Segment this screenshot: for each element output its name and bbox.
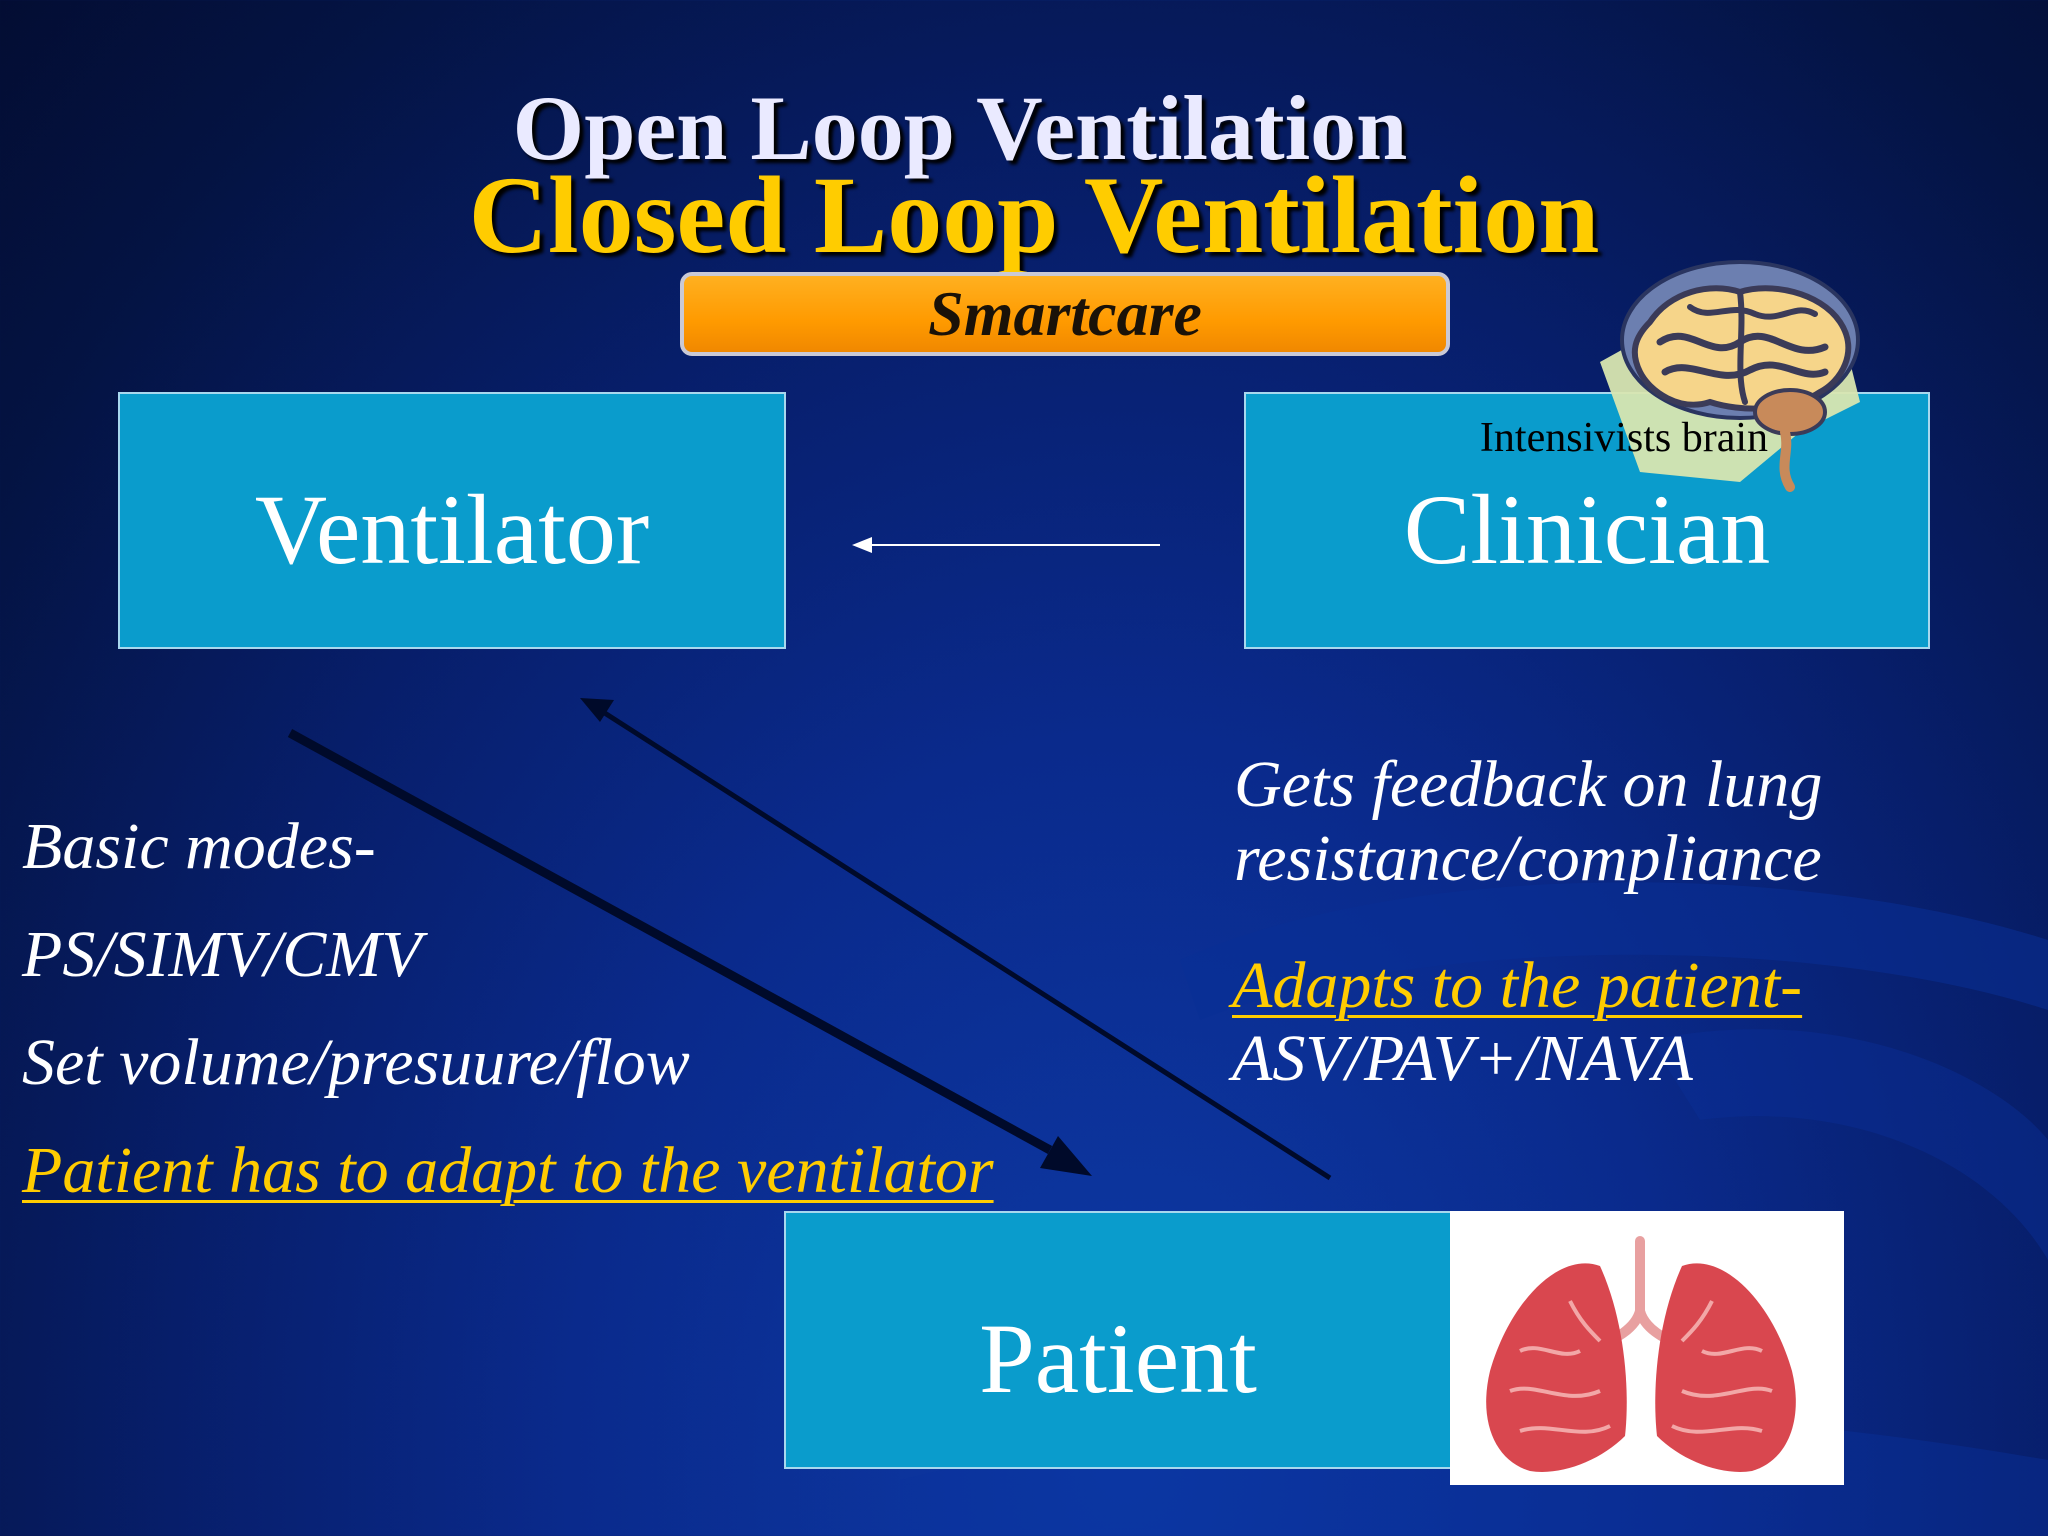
left-note-adaptation: Patient has to adapt to the ventilator — [22, 1134, 994, 1207]
lungs-icon — [1450, 1211, 1844, 1485]
right-note-adapts: Adapts to the patient- — [1232, 949, 1803, 1022]
patient-box: Patient — [784, 1211, 1452, 1469]
ventilator-box: Ventilator — [118, 392, 786, 649]
brain-icon — [1540, 252, 1870, 492]
right-note-feedback: Gets feedback on lung — [1234, 748, 1823, 821]
title-closed-loop: Closed Loop Ventilation — [468, 154, 1600, 276]
right-note-resistance: resistance/compliance — [1234, 822, 1822, 895]
brain-label: Intensivists brain — [1479, 415, 1769, 461]
right-note-modes: ASV/PAV+/NAVA — [1232, 1022, 1693, 1095]
left-note-modes-list: PS/SIMV/CMV — [22, 918, 422, 991]
ventilator-label: Ventilator — [254, 474, 650, 585]
left-note-settings: Set volume/presuure/flow — [22, 1026, 690, 1099]
clinician-label: Clinician — [1403, 474, 1771, 585]
patient-label: Patient — [979, 1302, 1257, 1414]
clinician-box: Clinician — [1244, 392, 1930, 649]
smartcare-badge: Smartcare — [680, 272, 1450, 356]
title-open-loop: Open Loop Ventilation — [512, 77, 1408, 179]
left-note-basic-modes: Basic modes- — [22, 810, 376, 883]
